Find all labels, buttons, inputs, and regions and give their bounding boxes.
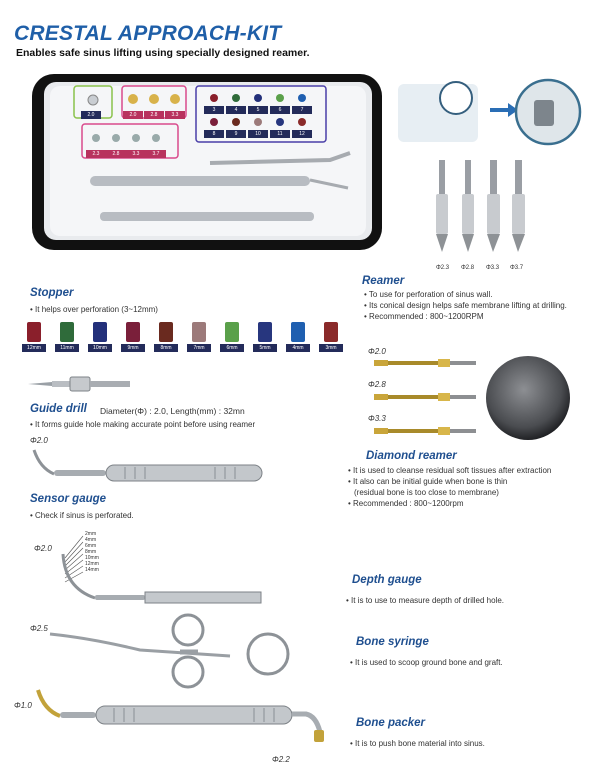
reamer-size-label: Φ3.7	[510, 265, 524, 271]
stopper-size-label: 10mm	[88, 344, 112, 352]
stopper-size-label: 11mm	[55, 344, 79, 352]
diamond-reamer-bullet: • It is used to cleanse residual soft ti…	[348, 466, 552, 475]
diamond-reamer-description: • It is used to cleanse residual soft ti…	[348, 465, 598, 509]
stopper-size-label: 4mm	[286, 344, 310, 352]
depth-gauge-diameter: Φ2.0	[34, 544, 52, 553]
guide-drill-diameter: Φ2.0	[30, 436, 48, 445]
tray-size-label: 2.3	[86, 150, 106, 158]
stopper-heading: Stopper	[30, 287, 74, 299]
tray-size-label: 9	[226, 130, 246, 138]
bone-packer-heading: Bone packer	[356, 717, 426, 729]
tray-size-label: 12	[292, 130, 312, 138]
reamer-description: • To use for perforation of sinus wall. …	[364, 289, 594, 322]
tray-size-label: 3.3	[165, 111, 185, 119]
diamond-reamer-heading: Diamond reamer	[366, 450, 457, 462]
reamer-size-label: Φ2.8	[461, 265, 475, 271]
bone-packer-diameter-left: Φ1.0	[14, 701, 32, 710]
diamond-reamer-size-label: Φ2.8	[368, 380, 386, 389]
reamer-heading: Reamer	[362, 275, 405, 287]
diamond-reamer-bullet: • Recommended : 800~1200rpm	[348, 499, 464, 508]
reamer-bullet: • To use for perforation of sinus wall.	[364, 290, 493, 299]
kit-tray-image: 2.0 2.0 2.8 3.3 2.3 2.8 3.3 3.7 3 4 5 6 …	[30, 68, 385, 253]
tray-size-label: 10	[248, 130, 268, 138]
stopper-ring	[60, 322, 74, 342]
bone-syringe-bullet: • It is used to scoop ground bone and gr…	[350, 658, 503, 667]
depth-gauge-bullet: • It is to use to measure depth of drill…	[346, 596, 504, 605]
bone-packer-diameter-right: Φ2.2	[272, 755, 290, 764]
depth-mark-label: 10mm	[85, 555, 99, 561]
tray-size-label: 3.7	[146, 150, 166, 158]
reamer-size-label: Φ3.3	[486, 265, 500, 271]
depth-mark-label: 4mm	[85, 537, 97, 543]
stopper-ring	[225, 322, 239, 342]
endoscope-photo	[486, 356, 570, 440]
sensor-gauge-heading: Sensor gauge	[30, 493, 107, 505]
guide-drill-image	[26, 376, 136, 392]
depth-mark-label: 12mm	[85, 561, 99, 567]
stopper-ring	[93, 322, 107, 342]
tray-size-label: 3.3	[126, 150, 146, 158]
tray-size-label: 3	[204, 106, 224, 114]
diamond-reamer-size-label: Φ2.0	[368, 347, 386, 356]
stopper-size-label: 12mm	[22, 344, 46, 352]
sensor-gauge-image	[30, 448, 268, 492]
sensor-gauge-bullet: • Check if sinus is perforated.	[30, 511, 134, 520]
reamer-bullet: • Its conical design helps safe membrane…	[364, 301, 567, 310]
depth-gauge-heading: Depth gauge	[352, 574, 422, 586]
stopper-ring	[258, 322, 272, 342]
bone-packer-bullet: • It is to push bone material into sinus…	[350, 739, 485, 748]
diamond-reamer-bullet: • It also can be initial guide when bone…	[348, 477, 508, 486]
reamer-usage-image	[398, 72, 583, 154]
stopper-ring	[126, 322, 140, 342]
stopper-ring	[192, 322, 206, 342]
stopper-size-label: 3mm	[319, 344, 343, 352]
tray-size-label: 4	[226, 106, 246, 114]
reamer-bullet: • Recommended : 800~1200RPM	[364, 312, 484, 321]
depth-mark-label: 8mm	[85, 549, 97, 555]
page-subtitle: Enables safe sinus lifting using special…	[16, 47, 310, 59]
tray-size-label: 8	[204, 130, 224, 138]
stopper-row	[22, 320, 352, 354]
tray-size-label: 7	[292, 106, 312, 114]
tray-size-label: 5	[248, 106, 268, 114]
reamer-size-label: Φ2.3	[436, 265, 450, 271]
diamond-reamer-bullet: (residual bone is too close to membrane)	[354, 488, 499, 497]
stopper-size-label: 8mm	[154, 344, 178, 352]
depth-gauge-marks: 2mm 4mm 6mm 8mm 10mm 12mm 14mm	[85, 531, 99, 573]
stopper-ring	[291, 322, 305, 342]
diamond-reamer-image	[372, 358, 480, 438]
stopper-size-label: 5mm	[253, 344, 277, 352]
depth-mark-label: 2mm	[85, 531, 97, 537]
depth-mark-label: 14mm	[85, 567, 99, 573]
tray-size-label: 6	[270, 106, 290, 114]
guide-drill-bullet: • It forms guide hole making accurate po…	[30, 420, 256, 429]
depth-mark-label: 6mm	[85, 543, 97, 549]
tray-size-label: 11	[270, 130, 290, 138]
stopper-size-label: 9mm	[121, 344, 145, 352]
stopper-ring	[27, 322, 41, 342]
stopper-ring	[324, 322, 338, 342]
tray-size-label: 2.8	[106, 150, 126, 158]
stopper-size-label: 7mm	[187, 344, 211, 352]
diamond-reamer-size-label: Φ3.3	[368, 414, 386, 423]
bone-syringe-diameter: Φ2.5	[30, 624, 48, 633]
guide-drill-heading: Guide drill	[30, 403, 87, 415]
stopper-bullet: • It helps over perforation (3~12mm)	[30, 305, 158, 314]
tray-size-label: 2.8	[144, 111, 164, 119]
tray-size-label: 2.0	[81, 111, 101, 119]
bone-syringe-image	[30, 612, 300, 692]
stopper-size-label: 6mm	[220, 344, 244, 352]
tray-size-label: 2.0	[123, 111, 143, 119]
reamer-drills-image	[432, 160, 532, 260]
bone-syringe-heading: Bone syringe	[356, 636, 429, 648]
depth-gauge-image	[55, 532, 265, 606]
page-title: CRESTAL APPROACH-KIT	[14, 22, 282, 45]
guide-drill-spec: Diameter(Φ) : 2.0, Length(mm) : 32mn	[100, 406, 245, 416]
stopper-ring	[159, 322, 173, 342]
bone-packer-image	[30, 688, 330, 746]
